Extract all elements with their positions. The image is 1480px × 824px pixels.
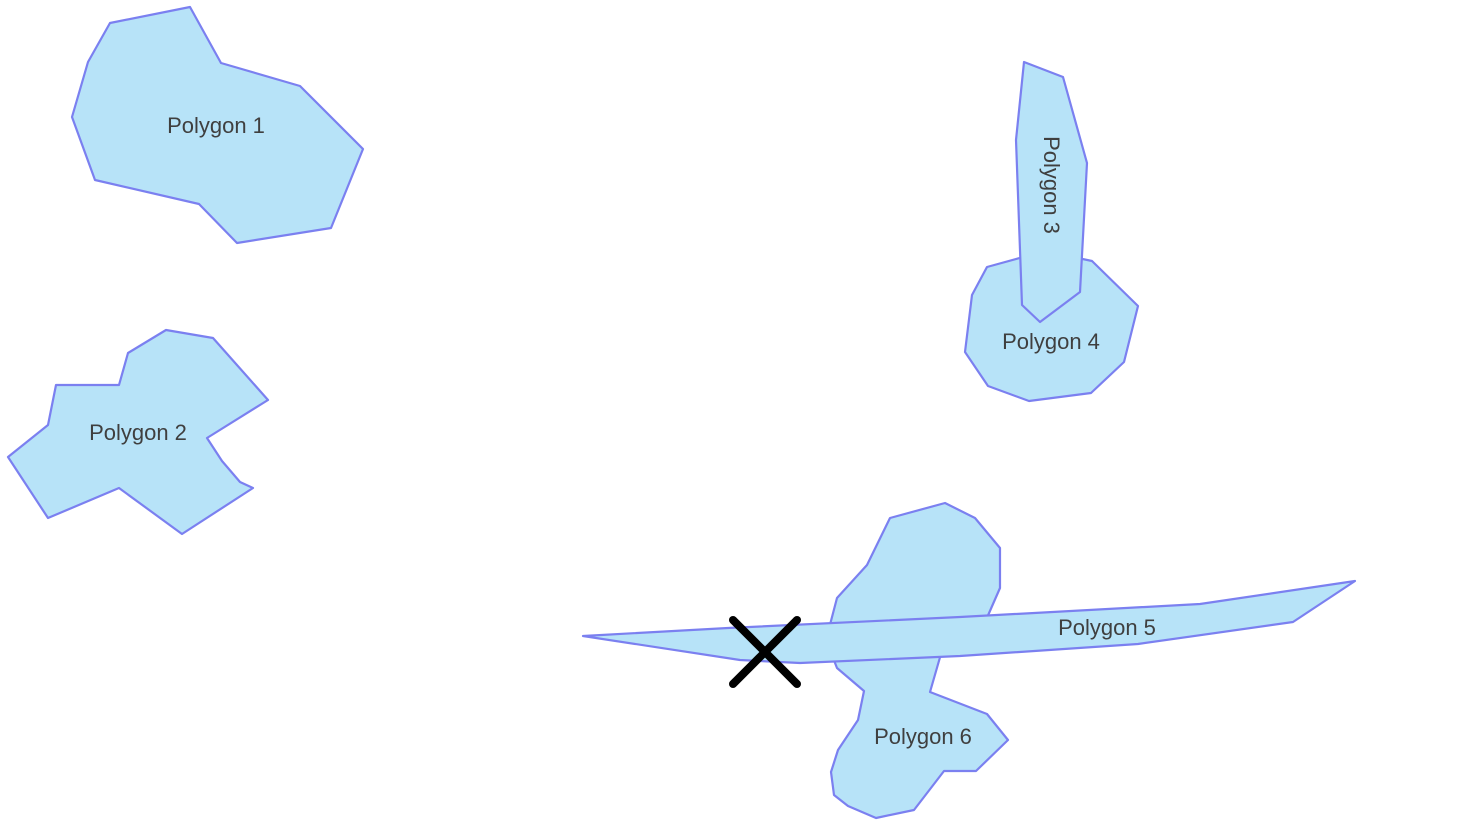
polygon-2-shape[interactable] bbox=[6, 328, 270, 536]
polygon-3-label: Polygon 3 bbox=[1039, 136, 1064, 234]
x-marker-icon[interactable] bbox=[729, 616, 801, 688]
polygon-5-label: Polygon 5 bbox=[1058, 615, 1156, 640]
polygon-2-label: Polygon 2 bbox=[89, 420, 187, 445]
polygon-1-shape[interactable] bbox=[70, 5, 365, 245]
polygon-3-shape[interactable] bbox=[1014, 60, 1089, 324]
polygon-6-label: Polygon 6 bbox=[874, 724, 972, 749]
polygon-1-label: Polygon 1 bbox=[167, 113, 265, 138]
polygon-6-shape[interactable] bbox=[824, 501, 1010, 820]
polygon-4-label: Polygon 4 bbox=[1002, 329, 1100, 354]
